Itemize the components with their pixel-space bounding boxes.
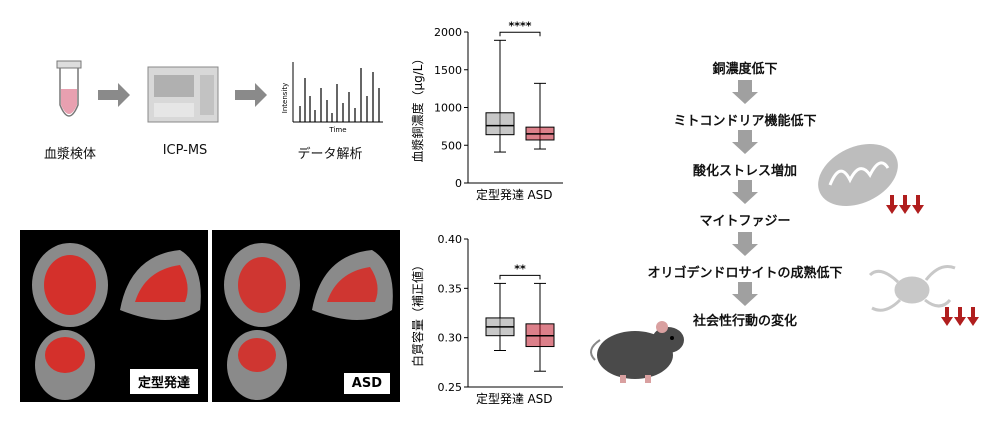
flow-step: 社会性行動の変化 <box>692 314 797 329</box>
y-tick-label: 1500 <box>434 64 462 77</box>
brain-scan-image <box>224 243 393 400</box>
significance-label: **** <box>508 19 531 32</box>
down-arrow-icon <box>732 180 758 204</box>
y-tick-label: 500 <box>441 139 462 152</box>
x-tick-label: ASD <box>527 392 552 406</box>
flow-step: オリゴデンドロサイトの成熟低下 <box>647 266 843 281</box>
spectrum-y-label: Intensity <box>281 83 289 113</box>
mri-panel-td: 定型発達 <box>20 230 208 402</box>
y-tick-label: 1000 <box>434 102 462 115</box>
spectrum-plot: Intensity Time <box>281 62 383 134</box>
oligodendrocyte-icon <box>868 265 956 312</box>
y-axis-label: 血漿銅濃度（μg/L） <box>410 53 425 163</box>
spectrum-x-label: Time <box>328 126 346 134</box>
y-tick-label: 0.30 <box>438 332 463 345</box>
down-arrow-icon <box>732 130 758 154</box>
x-tick-label: ASD <box>527 188 552 202</box>
flow-step: 銅濃度低下 <box>712 62 778 77</box>
pipeline-step-label: データ解析 <box>297 147 363 162</box>
x-tick-label: 定型発達 <box>476 391 524 406</box>
box <box>485 112 515 136</box>
sample-tube-icon <box>56 60 82 117</box>
mri-panel-asd: ASD <box>212 230 400 402</box>
y-tick-label: 0 <box>455 177 462 190</box>
y-tick-label: 0.35 <box>438 282 463 295</box>
mri-label-td: 定型発達 <box>129 369 198 394</box>
mri-label-asd: ASD <box>343 373 390 394</box>
y-tick-label: 2000 <box>434 26 462 39</box>
significance-bracket <box>499 31 541 37</box>
mitochondrion-icon <box>818 144 898 206</box>
flow-step: ミトコンドリア機能低下 <box>673 114 817 129</box>
icp-ms-machine-icon <box>147 66 219 123</box>
x-tick-label: 定型発達 <box>476 187 524 202</box>
flow-step: 酸化ストレス増加 <box>692 164 797 179</box>
decrease-arrows-icon <box>886 195 979 326</box>
y-tick-label: 0.25 <box>438 381 463 394</box>
down-arrow-icon <box>732 282 758 306</box>
y-axis-label: 白質容量（補正値） <box>410 259 425 367</box>
flow-step: マイトファジー <box>699 214 791 229</box>
down-arrow-icon <box>732 80 758 104</box>
arrow-icon <box>235 83 267 107</box>
significance-bracket <box>499 274 541 280</box>
arrow-icon <box>98 83 130 107</box>
y-tick-label: 0.40 <box>438 233 463 246</box>
pipeline-step-label: ICP-MS <box>162 143 208 158</box>
significance-label: ** <box>514 262 526 275</box>
down-arrow-icon <box>732 232 758 256</box>
pipeline-graphics <box>56 60 267 123</box>
pipeline-step-label: 血漿検体 <box>43 147 96 162</box>
mouse-icon <box>590 321 684 383</box>
brain-scan-image <box>32 243 201 400</box>
